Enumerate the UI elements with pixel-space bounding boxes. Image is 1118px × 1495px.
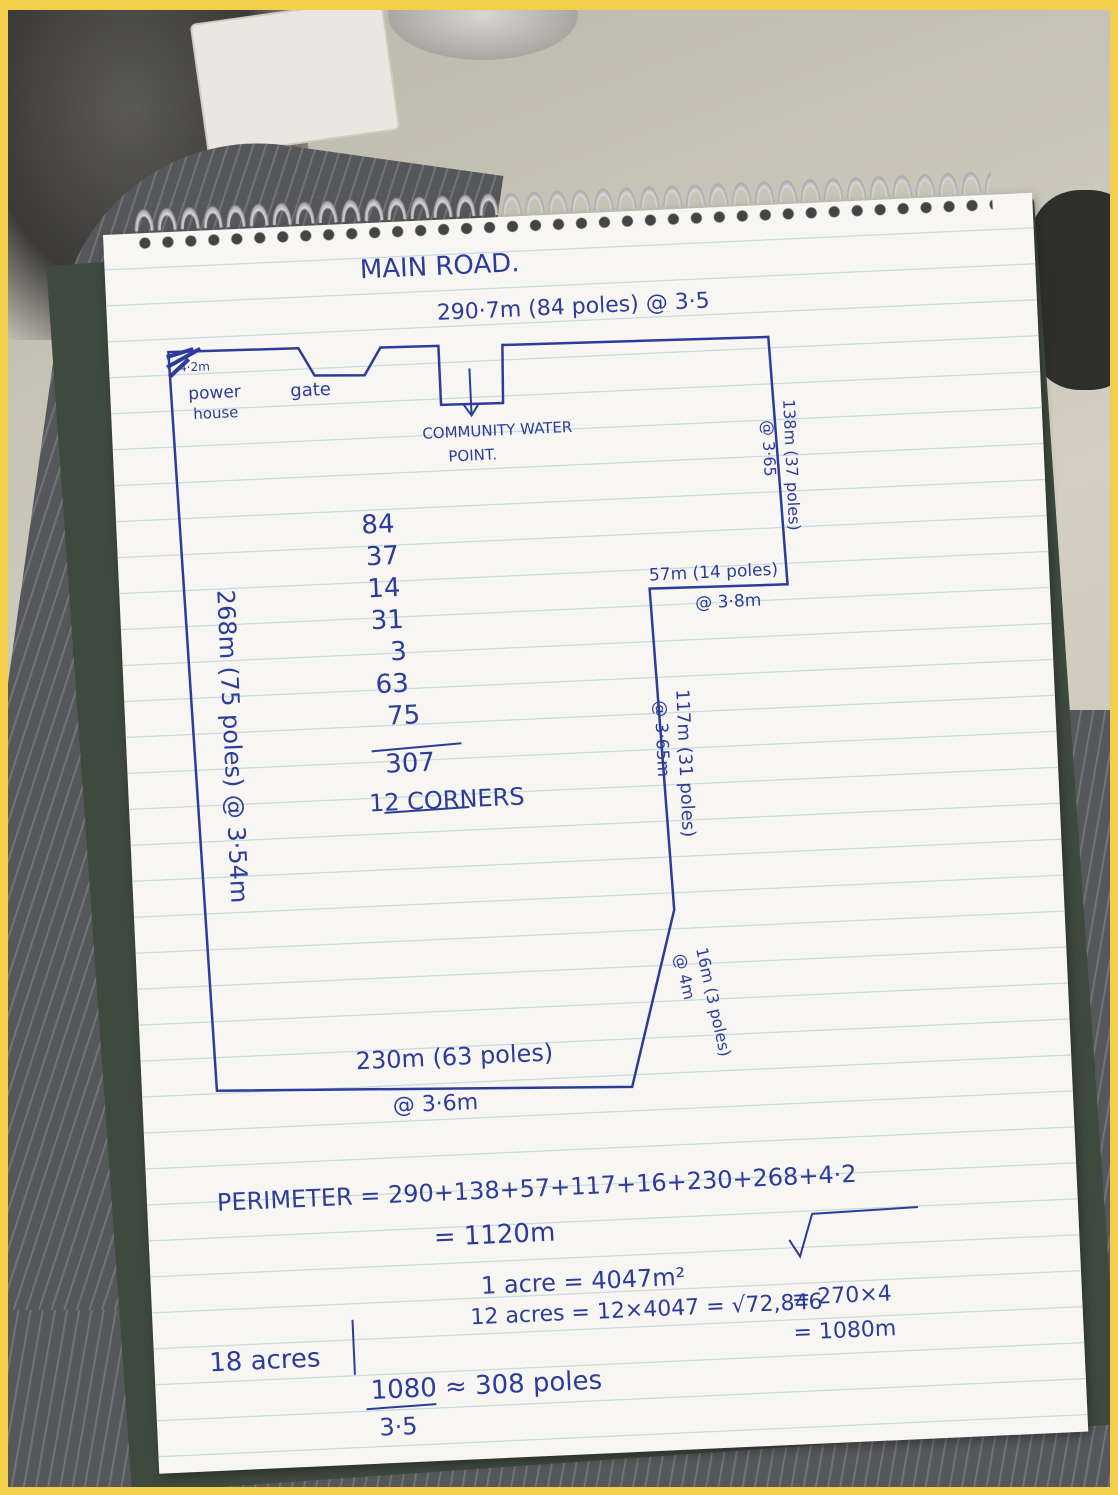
poles-divisor: 3·5 <box>379 1412 418 1442</box>
pole-count-37: 37 <box>365 541 399 572</box>
bottom-side-label: 230m (63 poles) <box>355 1038 554 1075</box>
power-house-line2: house <box>193 403 239 423</box>
sum-underline <box>371 742 462 753</box>
perimeter-line2: = 1120m <box>433 1218 556 1253</box>
land-sketch: MAIN ROAD. 290·7m (84 poles) @ 3·5 4·2m … <box>166 248 918 1442</box>
plot-boundary <box>167 335 789 1092</box>
pole-count-84: 84 <box>361 509 395 540</box>
road-label: MAIN ROAD. <box>359 248 520 285</box>
pole-count-3: 3 <box>390 637 408 668</box>
corner-label: 4·2m <box>179 359 210 374</box>
sqrt-bar <box>788 1206 918 1259</box>
bottom-spacing-label: @ 3·6m <box>392 1090 478 1119</box>
side-calc-line2: = 1080m <box>793 1316 897 1346</box>
acres-bracket <box>351 1319 356 1375</box>
right-mid-side-label: 117m (31 poles) <box>671 689 699 838</box>
water-point-line1: COMMUNITY WATER <box>422 418 573 443</box>
pole-count-14: 14 <box>367 573 401 604</box>
notebook-page: MAIN ROAD. 290·7m (84 poles) @ 3·5 4·2m … <box>103 166 1089 1474</box>
notch-side-label: 57m (14 poles) <box>649 560 779 586</box>
top-side-label: 290·7m (84 poles) @ 3·5 <box>436 289 710 326</box>
perimeter-line1: PERIMETER = 290+138+57+117+16+230+268+4·… <box>216 1160 857 1217</box>
gate-label: gate <box>290 379 332 402</box>
left-side-label: 268m (75 poles) @ 3·54m <box>211 589 253 904</box>
notch-spacing-label: @ 3·8m <box>695 591 762 614</box>
acre-line1: 1 acre = 4047m² <box>480 1263 685 1300</box>
water-point-arrow <box>462 368 480 418</box>
corner-hatch <box>166 346 202 379</box>
area-label: 18 acres <box>209 1343 321 1378</box>
diag-side-label: 16m (3 poles) <box>692 946 735 1059</box>
pole-count-31: 31 <box>370 605 404 636</box>
side-calc-line1: = 270×4 <box>791 1281 892 1311</box>
right-top-spacing-label: @ 3·65 <box>758 420 780 478</box>
pole-count-63: 63 <box>375 669 409 700</box>
photo-frame: MAIN ROAD. 290·7m (84 poles) @ 3·5 4·2m … <box>8 10 1110 1487</box>
fraction-bar <box>366 1403 437 1411</box>
poles-calc: 1080 ≈ 308 poles <box>370 1366 603 1406</box>
corners-underline <box>384 805 470 814</box>
pole-total: 307 <box>385 748 436 780</box>
water-point-line2: POINT. <box>448 445 497 465</box>
power-house-line1: power <box>188 382 241 404</box>
right-mid-spacing-label: @ 3·65m <box>650 700 673 778</box>
corners-count: 12 CORNERS <box>368 782 525 817</box>
pole-count-75: 75 <box>386 700 420 731</box>
